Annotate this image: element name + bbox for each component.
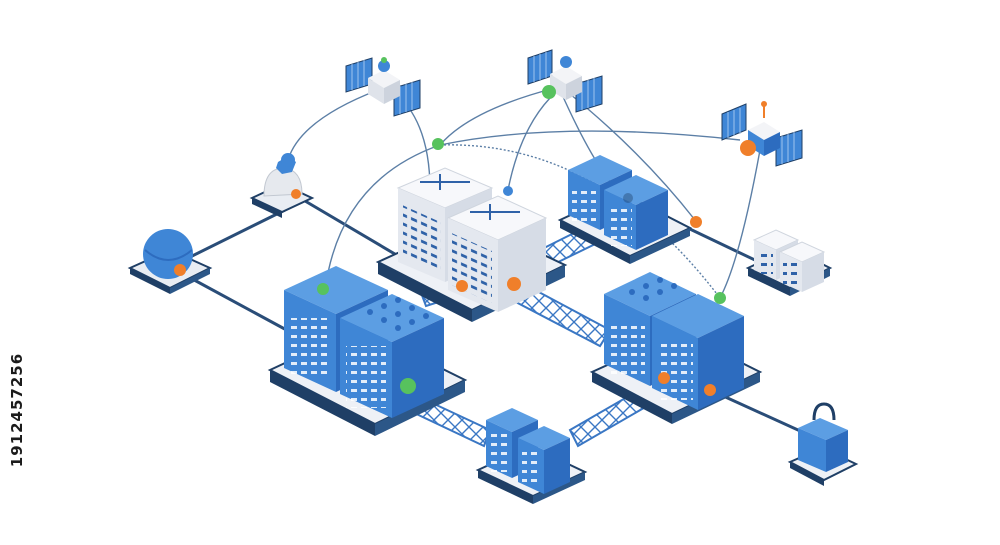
satellite-left xyxy=(345,57,421,117)
globe-node xyxy=(127,229,213,294)
central-white-buildings xyxy=(375,167,568,322)
satellite-center xyxy=(527,49,603,113)
satellite-right xyxy=(721,101,803,167)
lock-node xyxy=(787,402,859,486)
right-small-servers xyxy=(745,229,833,296)
connector-dots xyxy=(281,138,702,228)
stock-id-text: 1912457256 xyxy=(8,352,26,468)
signal-arcs xyxy=(287,87,761,299)
left-blue-server-cluster xyxy=(267,266,468,436)
top-right-server-cluster xyxy=(557,155,693,264)
stock-id-watermark: 1912457256 xyxy=(6,300,28,520)
bottom-server-cluster xyxy=(475,408,588,504)
dome-node xyxy=(249,156,315,218)
right-blue-server-cluster xyxy=(589,272,763,424)
